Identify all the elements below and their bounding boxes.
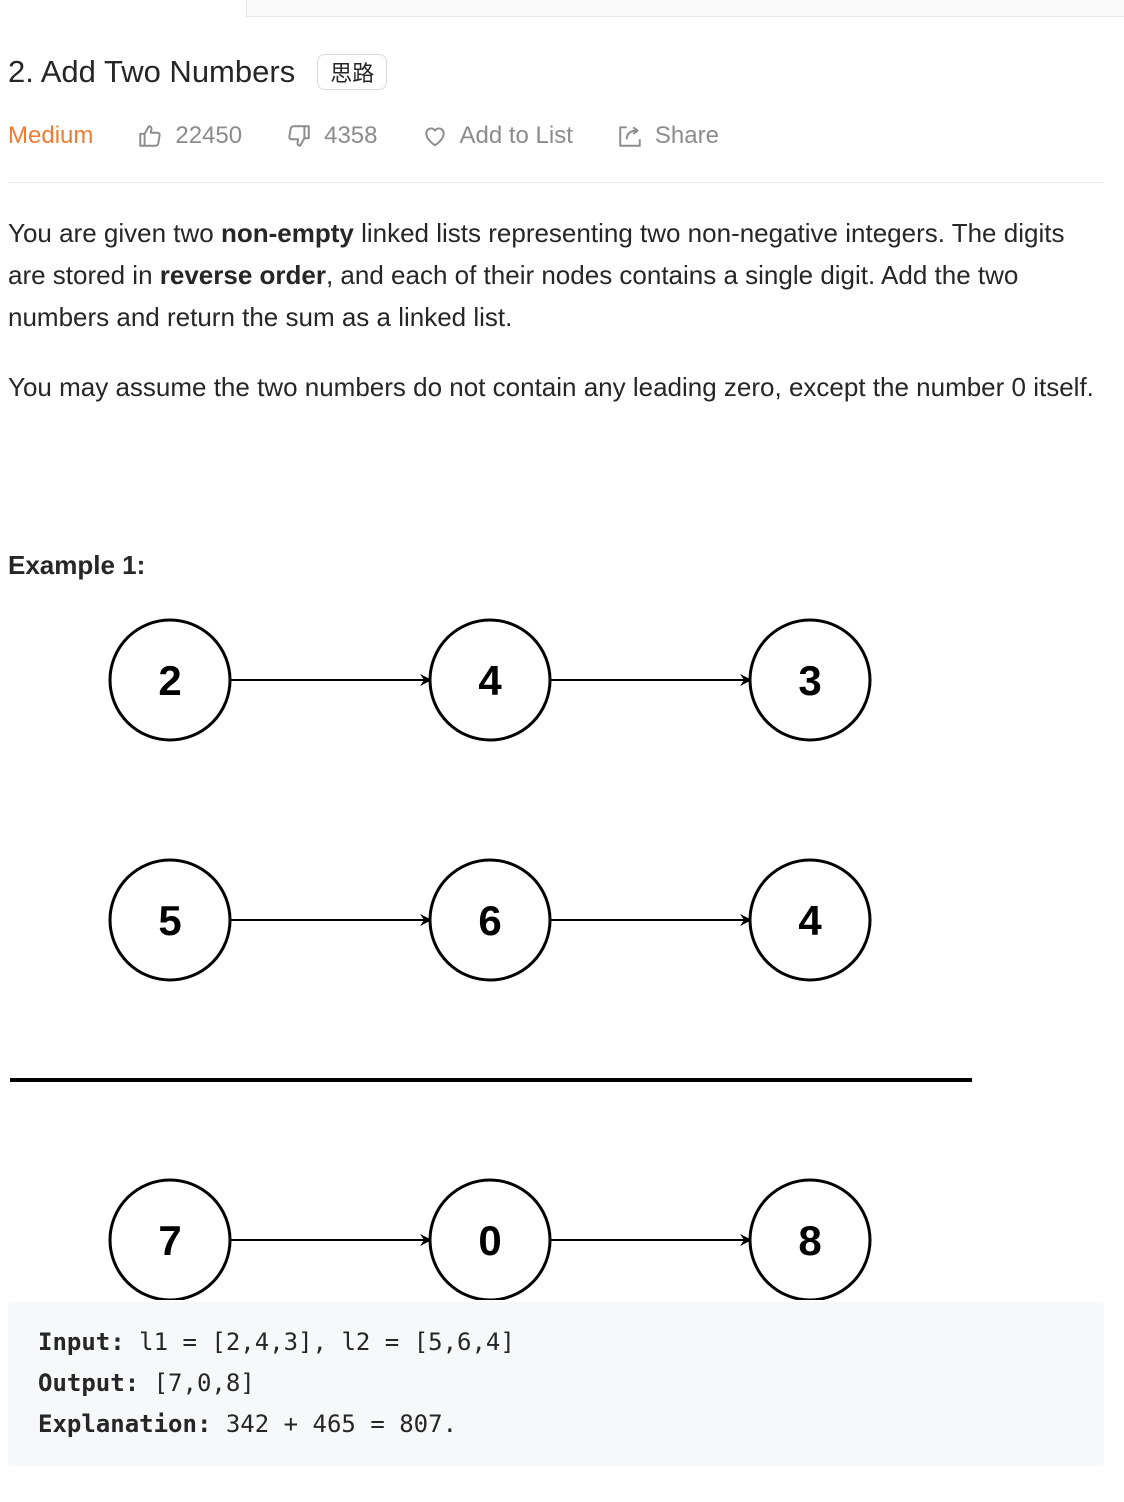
heart-icon [424, 127, 445, 147]
desc-text: linked lists representing two non-negati… [8, 218, 1065, 290]
list-node-circle [108, 618, 232, 742]
list-node-value: 3 [798, 657, 821, 704]
list-node-circle [748, 1178, 872, 1300]
dislike-button[interactable]: 4358 [286, 122, 378, 150]
thumbs-up-icon [139, 125, 162, 147]
list-node-circle [108, 1178, 232, 1300]
list-node-value: 8 [798, 1217, 821, 1264]
difficulty-label: Medium [8, 122, 94, 149]
input-value: l1 = [2,4,3], l2 = [5,6,4] [124, 1328, 515, 1356]
desc-text: , and each of their nodes contains a sin… [8, 260, 1019, 332]
explanation-value: 342 + 465 = 807. [211, 1410, 458, 1438]
description-paragraph-2: You may assume the two numbers do not co… [8, 372, 1094, 402]
list-node-value: 7 [158, 1217, 181, 1264]
desc-bold-text: non-empty [220, 218, 354, 248]
problem-header: 2. Add Two Numbers 思路 [8, 50, 388, 94]
problem-title: 2. Add Two Numbers [8, 54, 296, 89]
header-divider [8, 182, 1104, 183]
list-node-value: 0 [478, 1217, 501, 1264]
desc-text: You are given two [8, 218, 221, 248]
share-icon [619, 126, 641, 147]
share-button[interactable]: Share [617, 122, 719, 150]
list-node-circle [748, 858, 872, 982]
output-label: Output: [38, 1369, 140, 1397]
list-node-circle [428, 618, 552, 742]
problem-meta-bar: Medium 22450 4358 Add to List Share [8, 114, 763, 158]
linked-list-diagram: 2 4 3 5 6 4 7 0 8 [10, 618, 972, 1300]
list-node-value: 2 [158, 657, 181, 704]
thumbs-down-icon [288, 125, 310, 147]
example-code-block: Input: l1 = [2,4,3], l2 = [5,6,4] Output… [8, 1302, 1104, 1466]
list-node-circle [428, 1178, 552, 1300]
example-heading: Example 1: [8, 550, 146, 580]
dislike-count: 4358 [324, 122, 378, 149]
input-label: Input: [38, 1328, 125, 1356]
list-node-circle [428, 858, 552, 982]
output-line: Output: [7,0,8] [38, 1363, 1074, 1404]
top-panel-edge [246, 0, 1124, 17]
list-node-circle [108, 858, 232, 982]
list-node-value: 4 [798, 897, 822, 944]
input-line: Input: l1 = [2,4,3], l2 = [5,6,4] [38, 1322, 1074, 1363]
add-to-list-label: Add to List [459, 122, 573, 149]
explanation-line: Explanation: 342 + 465 = 807. [38, 1404, 1074, 1445]
like-button[interactable]: 22450 [137, 122, 242, 150]
output-value: [7,0,8] [139, 1369, 255, 1397]
problem-description: You are given two non-empty linked lists… [8, 212, 1108, 436]
list-node-value: 5 [158, 897, 181, 944]
like-count: 22450 [175, 122, 243, 149]
explanation-label: Explanation: [38, 1410, 212, 1438]
list-node-value: 4 [478, 657, 502, 704]
desc-bold-text: reverse order [159, 260, 326, 290]
list-node-circle [748, 618, 872, 742]
hint-badge[interactable]: 思路 [317, 54, 388, 90]
description-paragraph-1: You are given two non-empty linked lists… [8, 212, 1108, 338]
share-label: Share [654, 122, 719, 149]
add-to-list-button[interactable]: Add to List [422, 122, 573, 150]
list-node-value: 6 [478, 897, 501, 944]
